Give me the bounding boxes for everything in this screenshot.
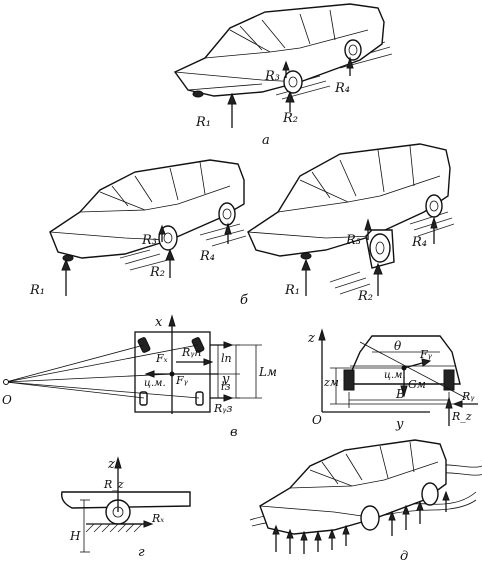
panel-v-x: x: [155, 315, 163, 330]
panel-z-o: O: [312, 413, 322, 427]
panel-a-forces: [227, 56, 354, 128]
panel-d-caption: д: [400, 549, 408, 564]
panel-z-zm: zм: [323, 376, 339, 389]
panel-z-axis-y: y: [395, 417, 404, 432]
panel-b-left-r2: R₂: [149, 265, 165, 280]
panel-b-right-r1: R₁: [284, 283, 300, 298]
panel-v-ryz: Rᵧз: [213, 402, 232, 415]
panel-b-left-car: [49, 159, 245, 262]
panel-z-side: z y O θ Fᵧ ц.м. zм Gм B Rᵧ R_z: [307, 328, 478, 432]
panel-b-right-r3: R₃: [345, 233, 361, 248]
panel-z-rz: R_z: [451, 410, 472, 423]
panel-z-ry: Rᵧ: [461, 390, 475, 403]
panel-a-car: [173, 3, 385, 98]
panel-z-fy: Fᵧ: [419, 348, 433, 361]
panel-a-label-r2: R₂: [282, 111, 298, 126]
panel-a: R₁ R₂ R₃ R₄ а: [173, 3, 393, 148]
panel-z-axis-z: z: [307, 331, 315, 346]
panel-b-caption: б: [240, 293, 248, 308]
panel-b-left-ground: [119, 223, 247, 271]
panel-v-y: y: [221, 372, 230, 387]
panel-a-caption: а: [262, 133, 270, 148]
panel-b-right: R₁ R₂ R₃ R₄ б: [240, 143, 455, 308]
panel-a-label-r4: R₄: [334, 81, 350, 96]
panel-v-lz: lз: [221, 380, 231, 393]
panel-g-rx: Rₓ: [151, 512, 164, 525]
panel-b-left-r4: R₄: [199, 249, 215, 264]
panel-b-right-r2: R₂: [357, 289, 373, 304]
panel-b-left-r3: R₃: [141, 233, 157, 248]
panel-d-car: [259, 439, 447, 535]
panel-v: x y Fₓ Fᵧ Rᵧп Rᵧз ц.м. lп lз Lм O в: [2, 314, 277, 440]
panel-g-rz: R_z: [103, 478, 124, 491]
panel-v-cm: ц.м.: [144, 378, 166, 389]
panel-b-right-r4: R₄: [411, 235, 427, 250]
panel-b-left-r1: R₁: [29, 283, 45, 298]
panel-g-ground: [85, 523, 143, 533]
panel-v-fy: Fᵧ: [175, 374, 189, 387]
panel-b-left: R₁ R₂ R₃ R₄: [29, 159, 247, 298]
panel-v-fx: Fₓ: [155, 352, 168, 365]
panel-z-theta: θ: [394, 339, 402, 353]
panel-g-h: H: [69, 529, 81, 543]
panel-g-z: z: [107, 457, 115, 472]
panel-b-right-forces: [301, 216, 438, 296]
panel-z-b: B: [395, 387, 405, 401]
panel-z-gm: Gм: [408, 378, 426, 391]
panel-v-lm: Lм: [258, 365, 277, 379]
panel-g: z R_z Rₓ H г: [61, 456, 191, 560]
panel-z-cm: ц.м.: [384, 370, 406, 381]
panel-a-label-r3: R₃: [264, 69, 280, 84]
panel-b-right-car: [247, 143, 451, 269]
panel-v-ln: lп: [221, 352, 232, 365]
panel-v-ryp: Rᵧп: [181, 346, 202, 359]
panel-v-caption: в: [230, 425, 238, 440]
panel-d: д: [249, 439, 482, 564]
panel-v-o: O: [2, 393, 12, 407]
panel-a-label-r1: R₁: [195, 115, 211, 130]
panel-b-left-forces: [61, 222, 232, 296]
panel-d-forces: [272, 490, 450, 554]
panel-g-caption: г: [138, 545, 145, 560]
